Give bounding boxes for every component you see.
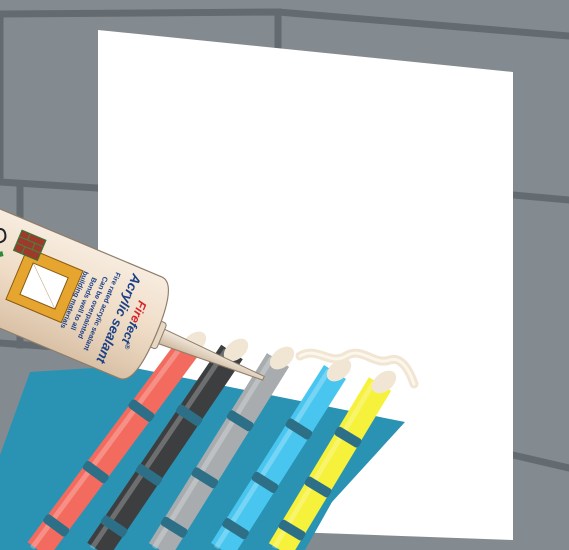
fire-sealing-illustration: Firefect® Acrylic sealant Fire rated acr… xyxy=(0,0,569,550)
